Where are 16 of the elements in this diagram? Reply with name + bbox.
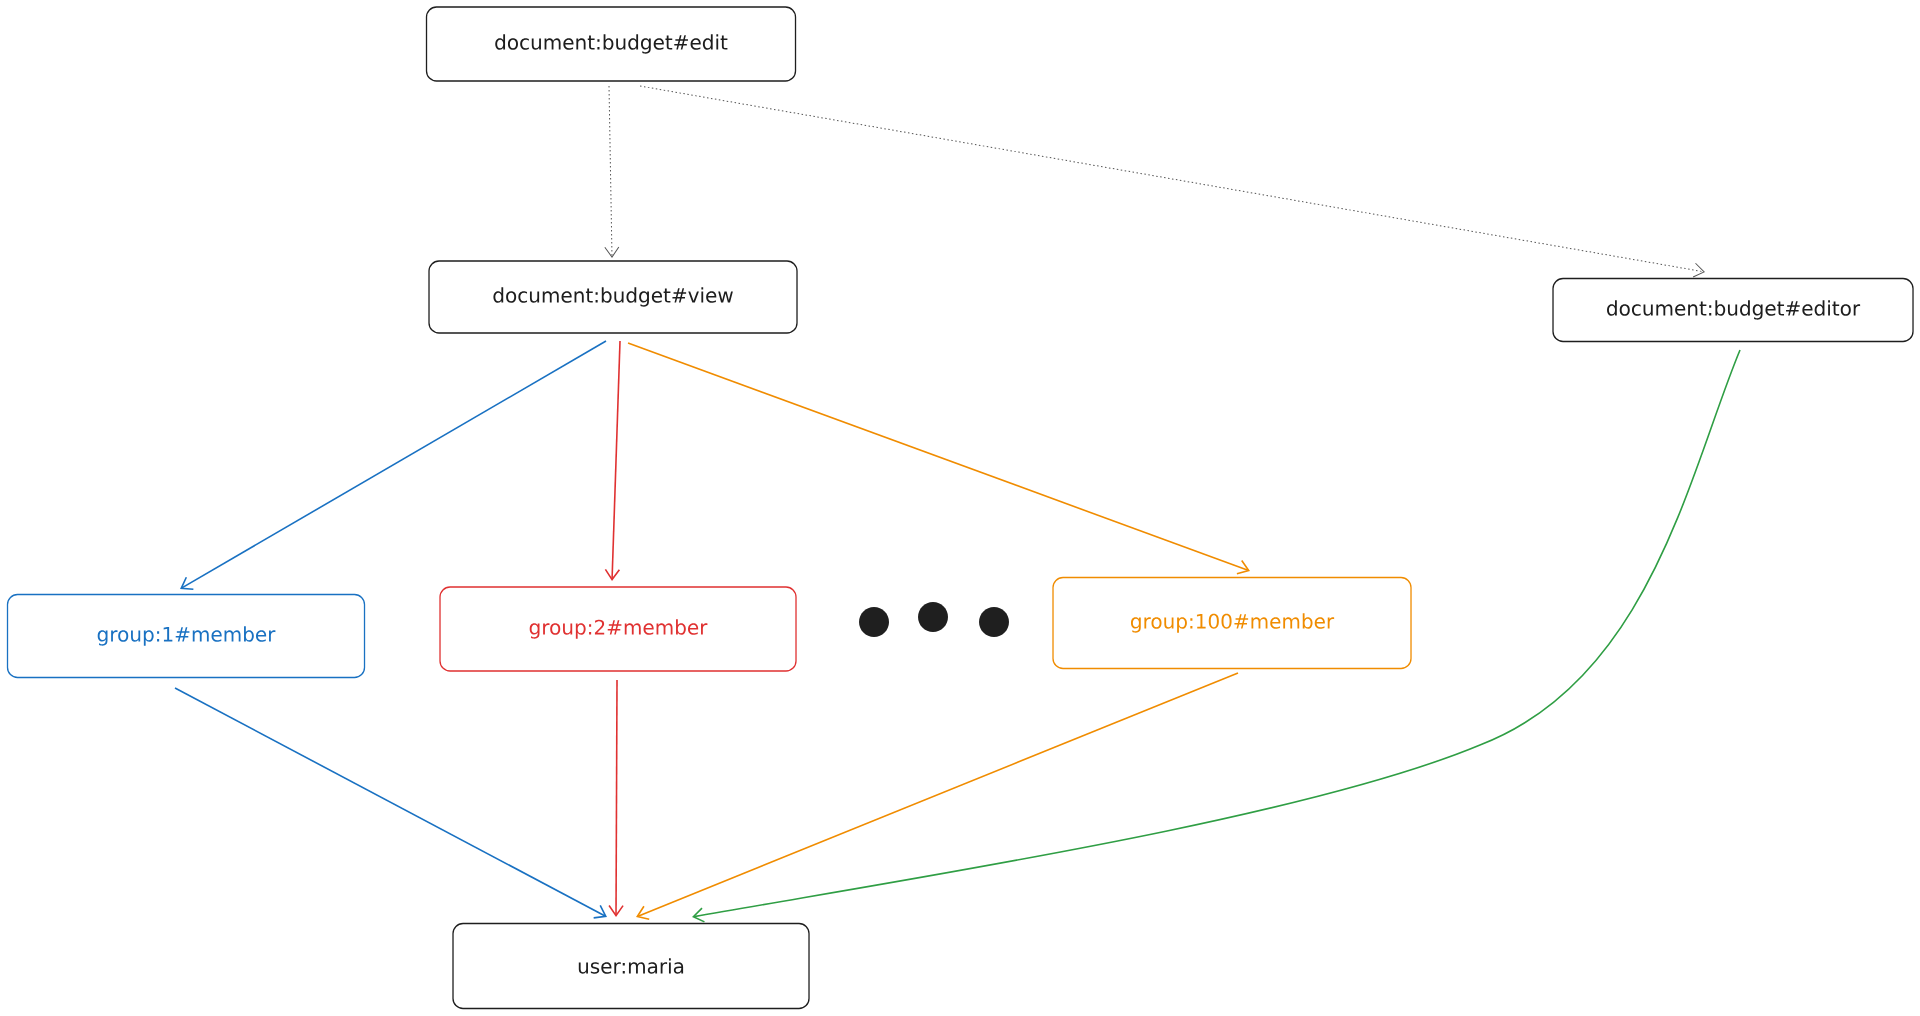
arrow bbox=[174, 687, 607, 919]
arrow bbox=[180, 340, 607, 591]
arrow bbox=[627, 342, 1250, 575]
arrow bbox=[639, 85, 1705, 278]
node-box: user:maria bbox=[452, 922, 810, 1010]
arrow bbox=[604, 85, 620, 258]
arrow bbox=[608, 679, 624, 917]
arrow bbox=[692, 349, 1741, 923]
arrow bbox=[604, 340, 621, 581]
node-box: group:1#member bbox=[6, 593, 366, 679]
node-box: document:budget#editor bbox=[1552, 277, 1914, 343]
node-box: group:2#member bbox=[439, 586, 797, 672]
node-box: document:budget#edit bbox=[425, 6, 797, 82]
arrow bbox=[636, 672, 1239, 920]
node-box: document:budget#view bbox=[428, 260, 798, 334]
node-box: group:100#member bbox=[1052, 576, 1412, 670]
